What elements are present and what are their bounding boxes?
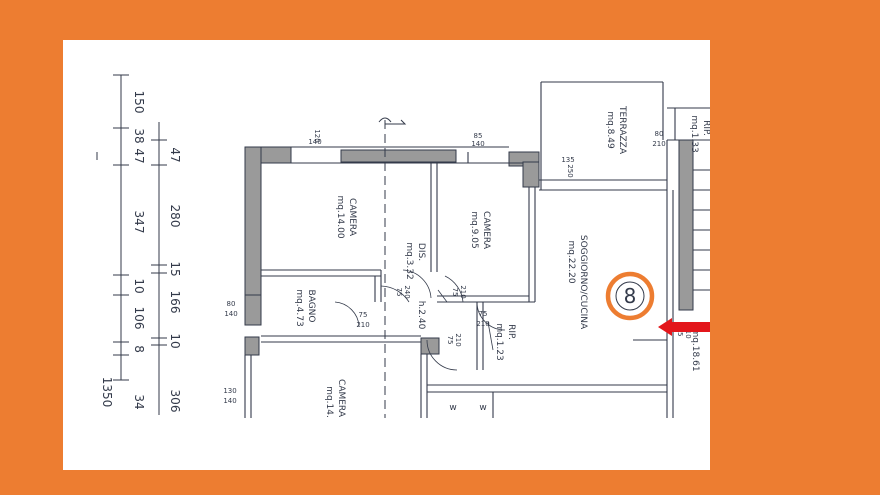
room-bagno-area: mq.4.73: [294, 289, 304, 326]
room-rip-area: mq.1.23: [494, 323, 504, 360]
unit-marker[interactable]: 8: [605, 271, 655, 321]
floor-plan-panel: 150 38 47 347 10 106 8 34 1350 47 280 15…: [63, 40, 710, 470]
room-bagno-name: BAGNO: [306, 290, 316, 323]
window-labels: 120 140 85 140 135 250 80 210 80 140 130…: [223, 129, 665, 405]
window-label-width: 85: [474, 132, 483, 140]
entrance-arrow-icon: [658, 318, 710, 336]
door-label-width: 75: [446, 336, 454, 345]
door-label-height: 210: [356, 321, 369, 329]
room-rip-name: RIP.: [506, 324, 516, 340]
room-dis-name: DIS.: [416, 243, 426, 261]
window-label-height: 140: [471, 140, 484, 148]
window-label-height: 140: [224, 310, 237, 318]
room-camera-1-area: mq.14.00: [335, 195, 345, 238]
wall-lines: [244, 81, 710, 418]
room-camera-2-name: CAMERA: [481, 211, 491, 250]
door-label-height: 240: [403, 285, 411, 298]
window-label-width: 80: [655, 130, 664, 138]
right-edge-area: mq.18.61: [690, 328, 700, 371]
window-label-height: 250: [566, 164, 574, 177]
door-label-width: 75: [395, 288, 403, 297]
dimension-labels-outer: 150 38 47 347 10 106 8 34 1350: [100, 91, 146, 410]
dim-label-total: 1350: [100, 377, 114, 408]
floor-plan: 150 38 47 347 10 106 8 34 1350 47 280 15…: [96, 74, 710, 418]
unit-marker-number: 8: [624, 284, 637, 308]
dimension-labels-inner: 47 280 15 166 10 306: [168, 147, 182, 412]
room-camera-3-name: CAMERA: [336, 379, 346, 418]
window-label-width: 80: [227, 300, 236, 308]
room-camera-1-name: CAMERA: [347, 198, 357, 237]
dim-label: 8: [132, 345, 146, 353]
wc-label: w: [449, 403, 456, 413]
window-label-width: 120: [313, 129, 321, 142]
dim-label: 47: [168, 147, 182, 162]
wc-label: w: [479, 403, 486, 413]
window-label-height: 140: [308, 138, 321, 146]
room-soggiorno-area: mq.22.20: [566, 240, 576, 283]
window-label-width: 135: [561, 156, 574, 164]
room-dis-area: mq.3.32: [404, 242, 414, 279]
dim-label: 15: [168, 261, 182, 276]
dim-label: 150: [132, 91, 146, 114]
dimension-chain-inner: [151, 122, 167, 415]
walls: [244, 139, 694, 356]
room-camera-2-area: mq.9.05: [469, 211, 479, 248]
window-label-height: 140: [223, 397, 236, 405]
door-label-width: 75: [451, 288, 459, 297]
dimension-chain-outer: [96, 74, 129, 381]
dim-label: 106: [132, 307, 146, 330]
dim-label: 47: [132, 148, 146, 163]
height-label: h.2.40: [416, 301, 426, 330]
room-terrazza-area: mq.8.49: [605, 111, 615, 149]
door-label-width: 75: [359, 311, 368, 319]
room-terrazza-name: TERRAZZA: [617, 105, 627, 155]
door-swings: [334, 269, 506, 371]
dim-label: 306: [168, 390, 182, 413]
window-label-height: 210: [652, 140, 665, 148]
dim-label: 10: [132, 278, 146, 293]
dim-label: 166: [168, 291, 182, 314]
room-soggiorno-name: SOGGIORNO/CUCINA: [578, 235, 588, 330]
door-label-height: 210: [476, 320, 489, 328]
dim-label: 10: [168, 333, 182, 348]
dim-label: 38: [132, 128, 146, 143]
door-label-height: 210: [459, 285, 467, 298]
door-label-height: 210: [454, 333, 462, 346]
room-rip-2-name: RIP.: [701, 120, 710, 136]
door-label-width: 75: [479, 310, 488, 318]
window-label-width: 130: [223, 387, 236, 395]
section-line: [378, 117, 407, 418]
room-labels: TERRAZZA mq.8.49 CAMERA mq.14.00 CAMERA …: [294, 105, 710, 418]
dim-label: 34: [132, 394, 146, 409]
dim-label: 280: [168, 205, 182, 228]
room-rip-2-area: mq.1.33: [689, 115, 699, 152]
dim-label: 347: [132, 211, 146, 234]
room-camera-3-area: mq.14.: [324, 386, 334, 418]
